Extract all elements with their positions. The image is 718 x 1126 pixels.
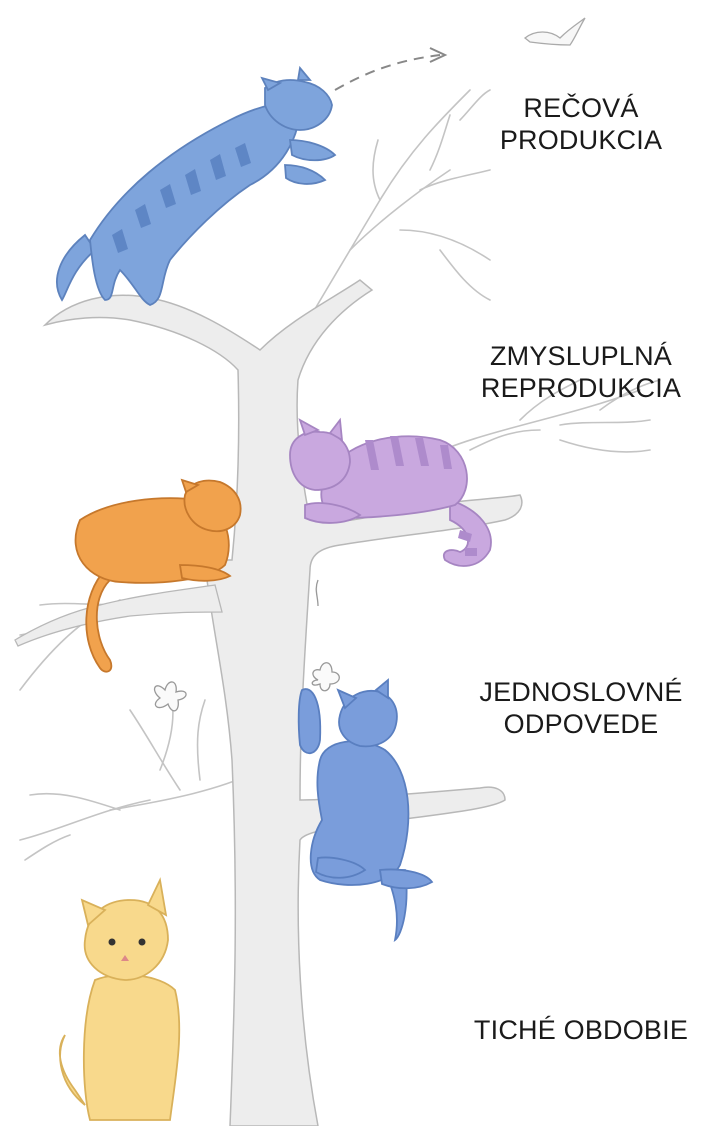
stage-label-line: PRODUKCIA (456, 124, 706, 156)
leaping-blue-cat (57, 68, 335, 305)
stage-label-line: TICHÉ OBDOBIE (456, 1014, 706, 1046)
butterfly-icon (155, 682, 187, 711)
stage-label-line: ODPOVEDE (456, 708, 706, 740)
stage-label-meaningful-reproduction: ZMYSLUPLNÁ REPRODUKCIA (456, 340, 706, 404)
flight-path (335, 55, 440, 90)
butterfly-icon (312, 580, 339, 691)
stage-label-silent-period: TICHÉ OBDOBIE (456, 1014, 706, 1046)
left-branch-middle (15, 585, 222, 646)
stage-label-line: JEDNOSLOVNÉ (456, 676, 706, 708)
sitting-yellow-kitten (60, 880, 179, 1120)
stage-label-line: REPRODUKCIA (456, 372, 706, 404)
stage-label-line: ZMYSLUPLNÁ (456, 340, 706, 372)
stage-label-one-word-answers: JEDNOSLOVNÉ ODPOVEDE (456, 676, 706, 740)
stage-label-line: REČOVÁ (456, 92, 706, 124)
stage-label-speech-production: REČOVÁ PRODUKCIA (456, 92, 706, 156)
butterfly-icon (525, 18, 585, 45)
